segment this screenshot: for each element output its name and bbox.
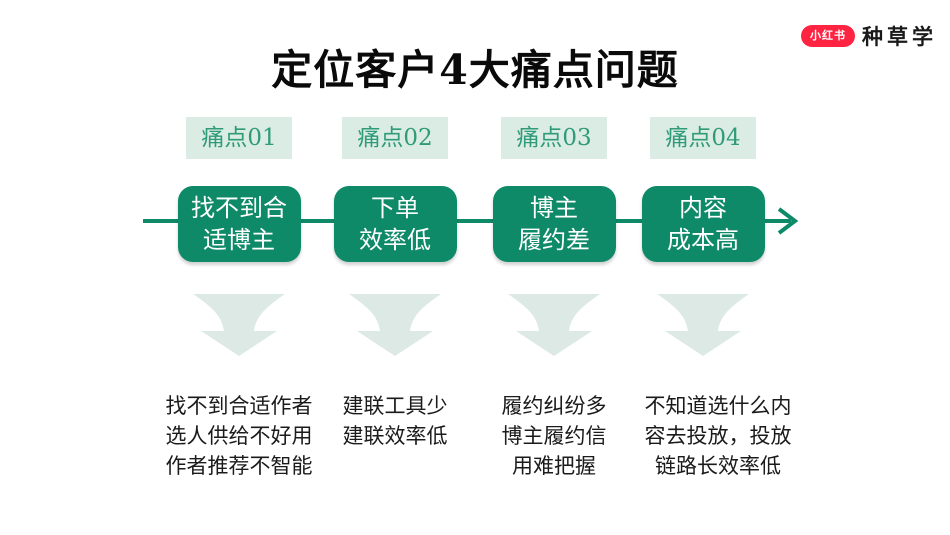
pain-point-box: 博主 履约差 bbox=[492, 186, 616, 262]
pain-point-box-line: 下单 bbox=[371, 194, 419, 222]
pain-point-badge: 痛点02 bbox=[342, 117, 448, 159]
pain-point-box-line: 适博主 bbox=[203, 226, 275, 254]
down-arrow-icon bbox=[657, 294, 749, 356]
description-line: 链路长效率低 bbox=[655, 454, 781, 478]
pain-point-description: 履约纠纷多 博主履约信 用难把握 bbox=[502, 391, 607, 481]
down-arrow-icon bbox=[193, 294, 285, 356]
pain-point-box-line: 找不到合 bbox=[191, 194, 287, 222]
description-line: 不知道选什么内 bbox=[644, 394, 792, 418]
pain-point-description: 建联工具少 建联效率低 bbox=[343, 391, 448, 451]
description-line: 用难把握 bbox=[512, 454, 596, 478]
description-line: 建联效率低 bbox=[342, 424, 448, 448]
description-line: 找不到合适作者 bbox=[165, 394, 313, 418]
pain-point-box: 内容 成本高 bbox=[641, 186, 765, 262]
pain-point-description: 找不到合适作者 选人供给不好用 作者推荐不智能 bbox=[166, 391, 313, 481]
pain-point-box-line: 履约差 bbox=[518, 226, 590, 254]
pain-point-box: 找不到合 适博主 bbox=[177, 186, 301, 262]
pain-point-column-3: 痛点03 博主 履约差 履约纠纷多 博主履约信 用难把握 bbox=[477, 117, 631, 481]
brand-name: 种草学 bbox=[862, 25, 937, 49]
description-line: 容去投放，投放 bbox=[644, 424, 792, 448]
brand-logo: 小红书 种草学 bbox=[801, 21, 937, 51]
pain-point-badge: 痛点03 bbox=[501, 117, 607, 159]
pain-point-box-line: 成本高 bbox=[667, 226, 739, 254]
pain-point-badge: 痛点01 bbox=[186, 117, 292, 159]
down-arrow-icon bbox=[349, 294, 441, 356]
pain-point-badge: 痛点04 bbox=[650, 117, 756, 159]
pain-point-box: 下单 效率低 bbox=[333, 186, 457, 262]
pain-point-description: 不知道选什么内 容去投放，投放 链路长效率低 bbox=[645, 391, 792, 481]
brand-badge: 小红书 bbox=[801, 25, 855, 47]
pain-point-box-line: 博主 bbox=[530, 194, 578, 222]
description-line: 选人供给不好用 bbox=[165, 424, 313, 448]
description-line: 作者推荐不智能 bbox=[165, 454, 313, 478]
pain-point-column-4: 痛点04 内容 成本高 不知道选什么内 容去投放，投放 链路长效率低 bbox=[626, 117, 792, 481]
pain-point-box-line: 内容 bbox=[679, 194, 727, 222]
description-line: 建联工具少 bbox=[342, 394, 448, 418]
pain-point-column-1: 痛点01 找不到合 适博主 找不到合适作者 选人供给不好用 作者推荐不智能 bbox=[162, 117, 316, 481]
page-title: 定位客户4大痛点问题 bbox=[271, 46, 679, 94]
description-line: 履约纠纷多 bbox=[501, 394, 607, 418]
pain-point-column-2: 痛点02 下单 效率低 建联工具少 建联效率低 bbox=[318, 117, 472, 451]
description-line: 博主履约信 bbox=[501, 424, 607, 448]
down-arrow-icon bbox=[508, 294, 600, 356]
pain-point-box-line: 效率低 bbox=[359, 226, 431, 254]
flow-arrowhead-icon bbox=[777, 207, 799, 235]
